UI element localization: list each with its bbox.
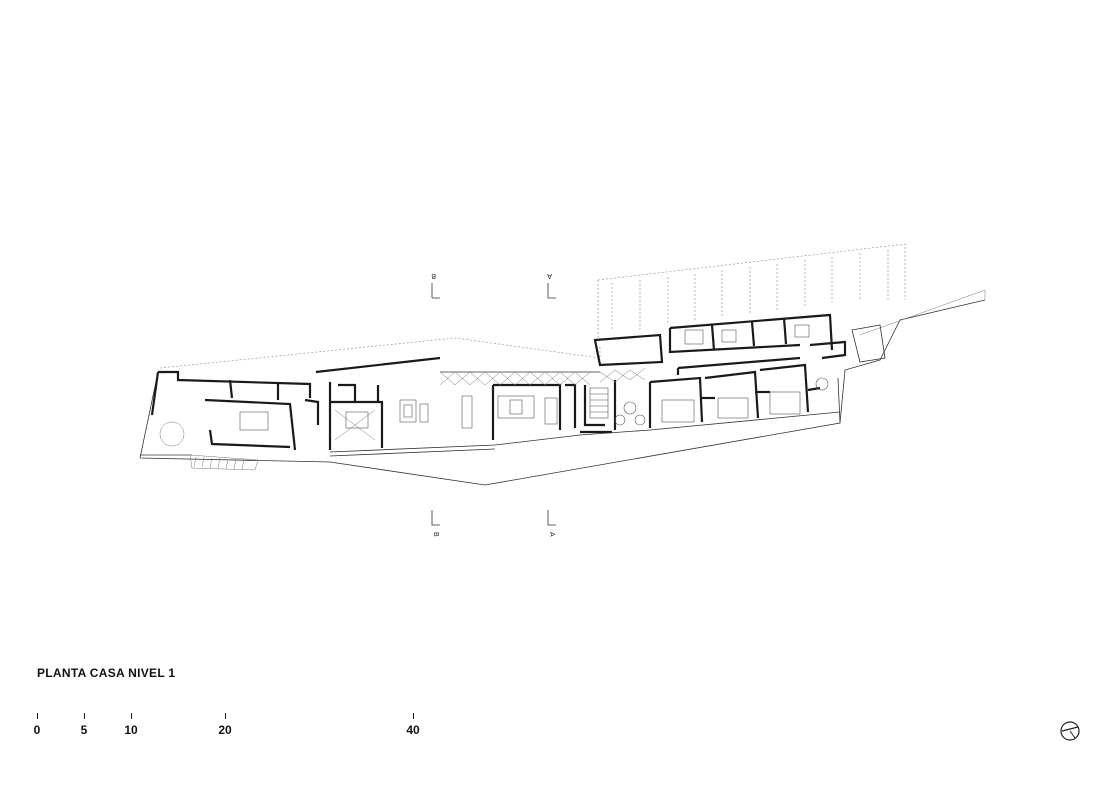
- furniture: [239, 324, 829, 431]
- scale-tick: [37, 713, 38, 719]
- section-mark-a-top: A: [547, 272, 556, 299]
- section-mark-b-top: B: [431, 272, 440, 299]
- scale-tick: [225, 713, 226, 719]
- scale-label: 0: [33, 723, 41, 737]
- section-mark-a-bottom: A: [547, 510, 556, 537]
- pergola-structure: [611, 250, 889, 330]
- slab-outline: [139, 289, 986, 486]
- scale-label: 10: [124, 723, 138, 737]
- scale-tick: [413, 713, 414, 719]
- scale-label: 5: [80, 723, 88, 737]
- scale-label: 20: [218, 723, 232, 737]
- site-outline: [159, 243, 906, 369]
- building-walls: [150, 313, 886, 457]
- scale-label: 40: [406, 723, 420, 737]
- section-label-b-bottom: B: [432, 532, 439, 537]
- section-label-a-bottom: A: [548, 532, 555, 537]
- north-arrow-icon: [1060, 721, 1080, 741]
- plan-title: PLANTA CASA NIVEL 1: [37, 666, 176, 680]
- scale-tick: [131, 713, 132, 719]
- section-mark-b-bottom: B: [431, 510, 440, 537]
- lattice-screen: [334, 367, 646, 441]
- section-label-b-top: B: [431, 272, 436, 279]
- section-label-a-top: A: [547, 272, 552, 279]
- scale-tick: [84, 713, 85, 719]
